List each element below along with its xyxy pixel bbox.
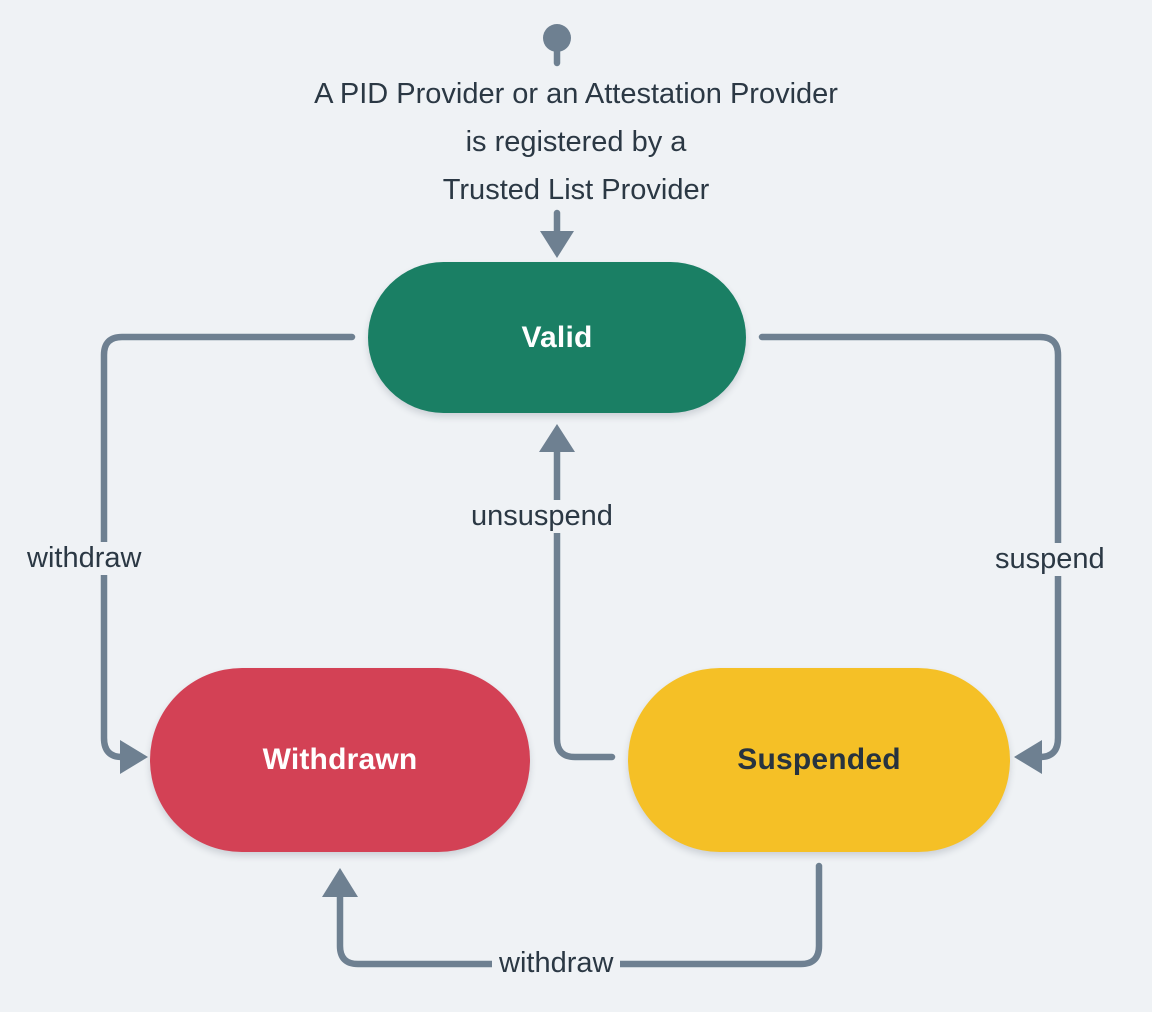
edge-label-valid-to-suspended: suspend bbox=[988, 543, 1112, 577]
edge-label-suspended-to-withdrawn: withdraw bbox=[492, 947, 621, 981]
state-node-suspended-label: Suspended bbox=[737, 743, 901, 776]
diagram-caption: A PID Provider or an Attestation Provide… bbox=[314, 78, 838, 206]
state-node-suspended[interactable]: Suspended bbox=[628, 668, 1010, 852]
edge-valid-to-withdrawn-arrowhead bbox=[120, 740, 148, 774]
state-node-valid-label: Valid bbox=[521, 320, 593, 354]
edge-label-suspended-to-valid: unsuspend bbox=[464, 500, 620, 534]
edge-start-to-valid-arrowhead bbox=[540, 231, 574, 258]
state-node-valid[interactable]: Valid bbox=[368, 262, 746, 413]
edge-suspended-to-valid-arrowhead bbox=[539, 424, 575, 452]
edge-valid-to-suspended-arrowhead bbox=[1014, 740, 1042, 774]
state-node-withdrawn[interactable]: Withdrawn bbox=[150, 668, 530, 852]
edge-suspended-to-withdrawn-arrowhead bbox=[322, 868, 358, 897]
start-node-circle bbox=[543, 24, 571, 52]
state-node-withdrawn-label: Withdrawn bbox=[262, 743, 418, 776]
edge-suspended-to-valid bbox=[553, 444, 616, 761]
edge-label-valid-to-withdrawn: withdraw bbox=[20, 542, 149, 576]
